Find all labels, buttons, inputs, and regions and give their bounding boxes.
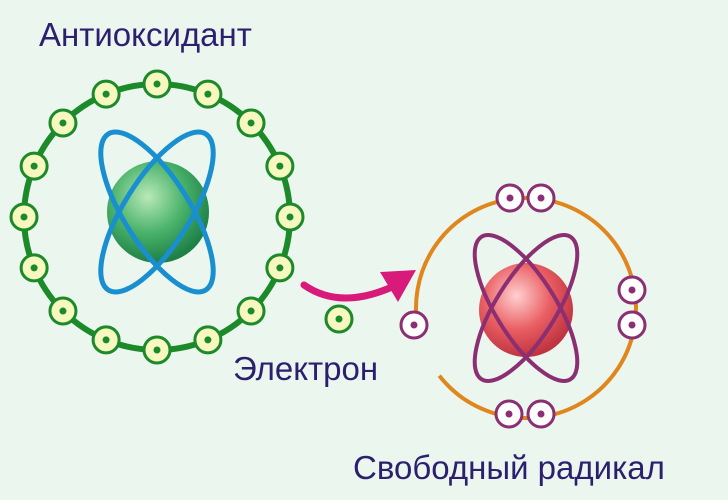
antioxidant-electron: [91, 325, 121, 355]
radical-electron: [526, 183, 556, 213]
antioxidant-electron: [193, 79, 223, 109]
antioxidant-electron: [48, 296, 78, 326]
antioxidant-electron: [193, 325, 223, 355]
radical-electron: [495, 183, 525, 213]
radical-electron: [617, 275, 647, 305]
radical-electron: [526, 399, 556, 429]
antioxidant-electron: [236, 296, 266, 326]
antioxidant-electrons: [9, 69, 305, 365]
antioxidant-electron: [142, 335, 172, 365]
antioxidant-electron: [19, 253, 49, 283]
antioxidant-electron: [265, 151, 295, 181]
radical-atom: [399, 183, 647, 429]
radical-electron: [399, 310, 429, 340]
radical-electron: [617, 310, 647, 340]
free-radical-label: Свободный радикал: [353, 449, 665, 486]
transferred-electron: [324, 304, 354, 334]
radical-electron: [494, 399, 524, 429]
antioxidant-electron: [275, 202, 305, 232]
antioxidant-electron: [91, 79, 121, 109]
curved-arrow-icon: [300, 270, 416, 302]
antioxidant-electron: [19, 151, 49, 181]
radical-orbits: [472, 233, 580, 383]
electron-label: Электрон: [233, 350, 379, 387]
antioxidant-electron: [236, 108, 266, 138]
antioxidant-electron: [9, 202, 39, 232]
radical-electrons: [399, 183, 647, 429]
antioxidant-electron: [48, 108, 78, 138]
antioxidant-label: Антиоксидант: [39, 16, 252, 53]
antioxidant-atom: [9, 69, 305, 365]
antioxidant-electron: [265, 253, 295, 283]
antioxidant-orbits: [98, 129, 216, 295]
antioxidant-electron: [142, 69, 172, 99]
